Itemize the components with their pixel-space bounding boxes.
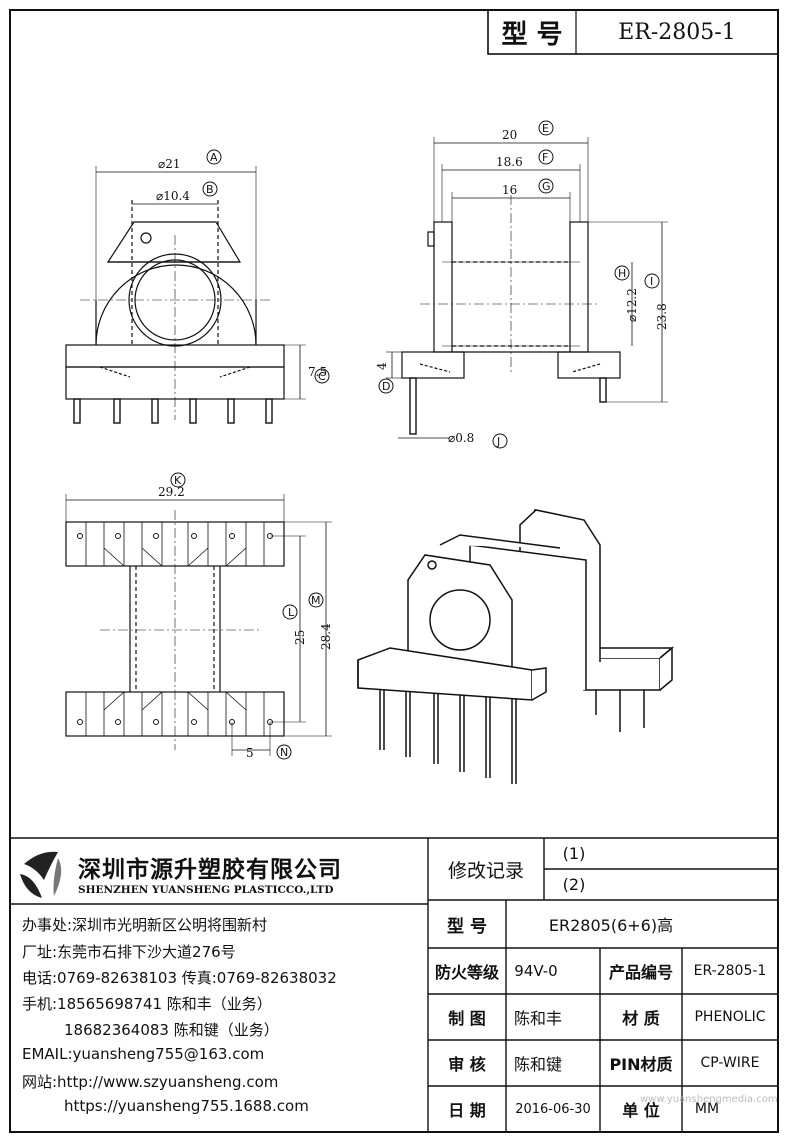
revision-2: (2): [562, 875, 586, 894]
marker-g: G: [542, 180, 551, 193]
company-name-cn: 深圳市源升塑胶有限公司: [78, 857, 342, 883]
title-block-grid: [10, 837, 778, 1132]
model-label: 型 号: [447, 916, 487, 937]
dim-d10-4: ⌀10.4: [156, 189, 190, 203]
dim-d21: ⌀21: [158, 157, 181, 171]
marker-n: N: [280, 746, 288, 759]
dim-h4: 4: [375, 362, 389, 370]
company-mobile-1: 手机:18565698741 陈和丰（业务）: [22, 995, 272, 1013]
marker-c: C: [318, 370, 326, 383]
drawer-label: 制 图: [448, 1009, 486, 1028]
front-view: [65, 166, 306, 424]
dim-h23-8: 23.8: [655, 303, 669, 330]
checker-label: 审 核: [448, 1055, 486, 1074]
dim-d12-2: ⌀12.2: [625, 288, 639, 322]
dim-pin0-8: ⌀0.8: [448, 431, 474, 445]
top-view: [65, 494, 332, 756]
dim-w18-6: 18.6: [496, 155, 523, 169]
unit-value: MM: [694, 1101, 720, 1117]
company-factory: 厂址:东莞市石排下沙大道276号: [22, 943, 236, 961]
date-value: 2016-06-30: [515, 1101, 591, 1117]
company-name-en: SHENZHEN YUANSHENG PLASTICCO.,LTD: [78, 884, 334, 896]
company-logo: [20, 851, 62, 898]
dim-w20: 20: [502, 128, 517, 142]
model-number: ER-2805-1: [618, 19, 736, 45]
material-label: 材 质: [622, 1009, 660, 1028]
dim-w29-2: 29.2: [158, 485, 185, 499]
dim-h25: 25: [293, 630, 307, 645]
type-label: 型 号: [501, 19, 563, 50]
marker-i: I: [650, 275, 653, 288]
revision-label: 修改记录: [447, 859, 524, 882]
checker-value: 陈和键: [513, 1055, 562, 1074]
pin-material-label: PIN材质: [609, 1055, 673, 1074]
marker-f: F: [542, 151, 548, 164]
dim-p5: 5: [246, 746, 254, 760]
company-email[interactable]: EMAIL:yuansheng755@163.com: [22, 1045, 265, 1063]
company-mobile-2: 18682364083 陈和键（业务）: [64, 1021, 279, 1039]
revision-1: (1): [562, 844, 586, 863]
dim-h7-5: 7.5: [308, 365, 327, 379]
product-code-label: 产品编号: [608, 963, 673, 982]
marker-b: B: [206, 183, 214, 196]
model-value: ER2805(6+6)高: [548, 916, 674, 935]
date-label: 日 期: [448, 1101, 486, 1120]
marker-j: J: [496, 435, 500, 448]
company-office: 办事处:深圳市光明新区公明将围新村: [22, 916, 268, 934]
product-code-value: ER-2805-1: [693, 963, 767, 979]
fire-rating-label: 防火等级: [434, 963, 499, 982]
marker-k: K: [174, 474, 182, 487]
unit-label: 单 位: [622, 1101, 660, 1120]
marker-m: M: [311, 594, 321, 607]
company-phone: 电话:0769-82638103 传真:0769-82638032: [22, 969, 337, 987]
marker-l: L: [288, 606, 295, 619]
company-website-2[interactable]: https://yuansheng755.1688.com: [64, 1097, 309, 1115]
marker-e: E: [542, 122, 549, 135]
isometric-view: [357, 509, 675, 784]
dim-w16: 16: [502, 183, 517, 197]
company-website[interactable]: 网站:http://www.szyuansheng.com: [22, 1073, 279, 1091]
dim-h28-4: 28.4: [319, 623, 333, 650]
watermark: www.yuanshengmedia.com: [640, 1094, 778, 1105]
fire-rating-value: 94V-0: [514, 962, 558, 980]
material-value: PHENOLIC: [694, 1009, 766, 1025]
side-view: [386, 137, 668, 439]
marker-d: D: [382, 380, 390, 393]
marker-h: H: [618, 267, 626, 280]
drawer-value: 陈和丰: [513, 1009, 562, 1028]
pin-material-value: CP-WIRE: [700, 1055, 760, 1071]
marker-a: A: [210, 151, 218, 164]
